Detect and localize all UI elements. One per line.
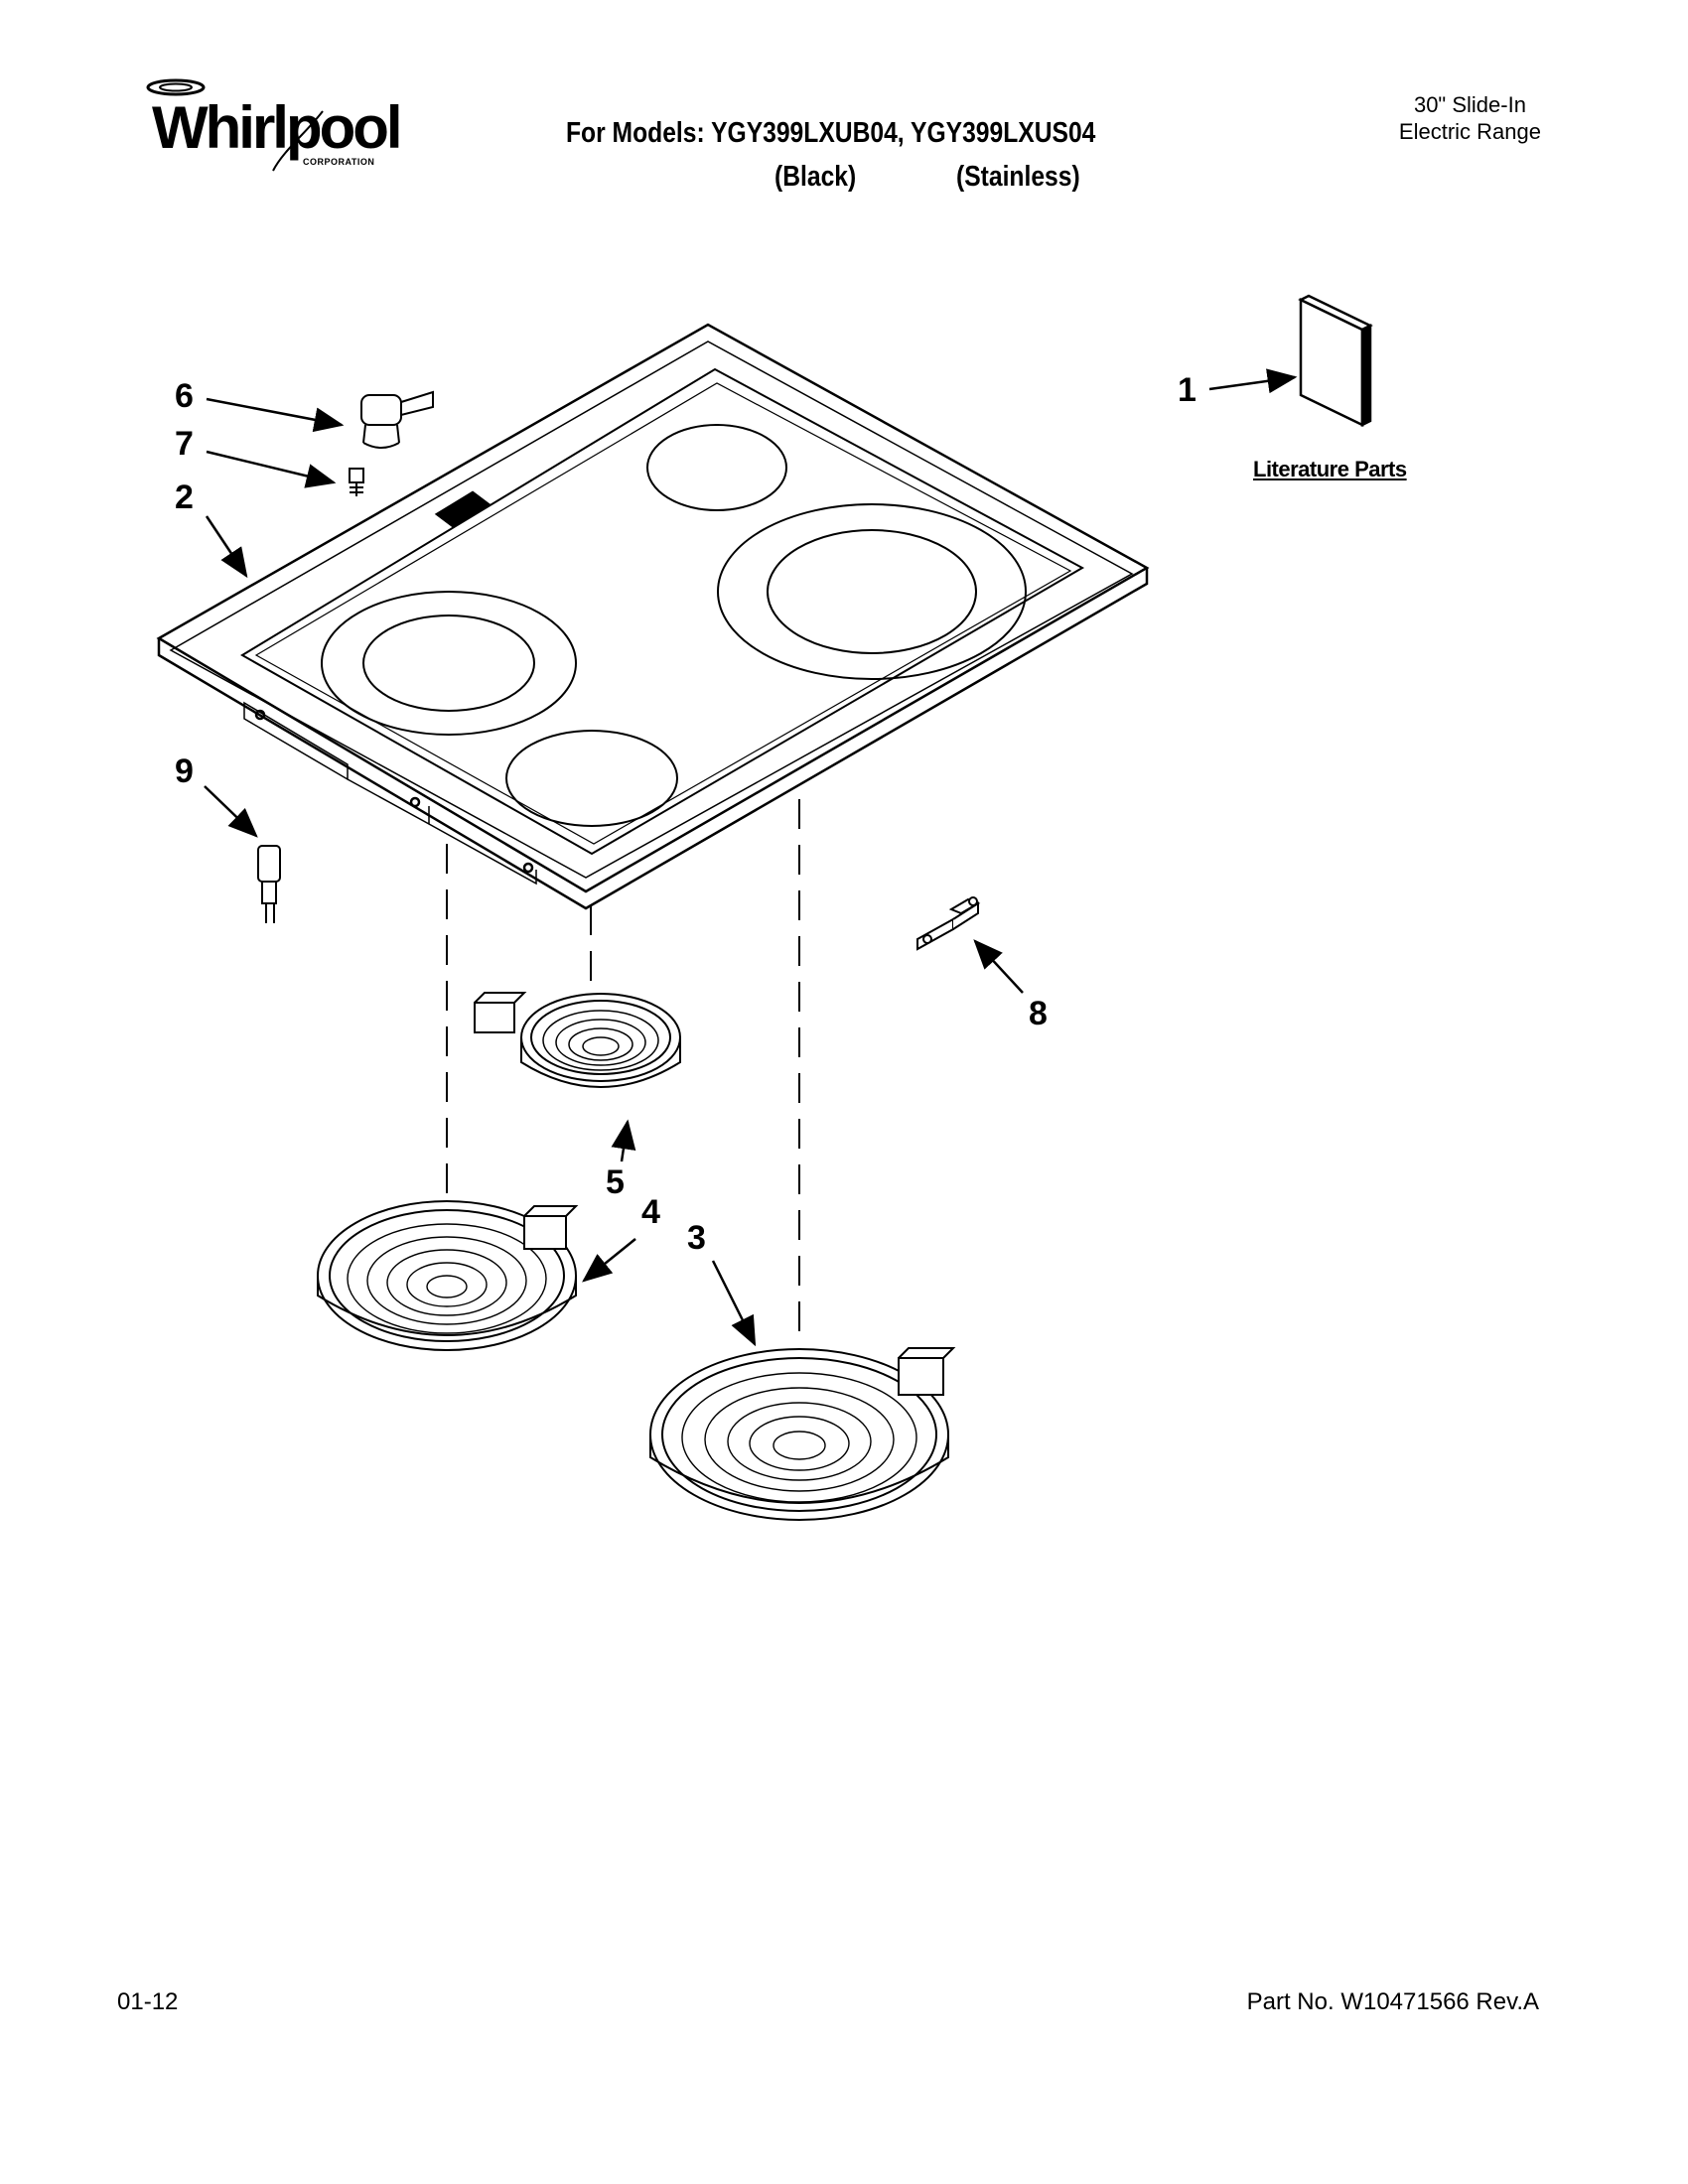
terminal-block-part <box>257 845 281 923</box>
mounting-bracket-part <box>916 896 981 951</box>
literature-parts-booklet <box>1298 294 1373 428</box>
literature-parts-label: Literature Parts <box>1253 457 1407 481</box>
logo-swoosh-icon <box>146 78 324 172</box>
date-code: 01-12 <box>117 1988 179 2015</box>
callout-3: 3 <box>687 1219 706 1257</box>
cooktop-assembly <box>156 323 1150 910</box>
limit-switch-part <box>360 390 434 449</box>
callout-6: 6 <box>175 377 194 415</box>
callout-1: 1 <box>1178 371 1196 409</box>
product-line-1: 30" Slide-In <box>1413 92 1526 117</box>
product-line-2: Electric Range <box>1398 119 1541 144</box>
callout-5: 5 <box>606 1163 625 1201</box>
product-description: 30" Slide-In Electric Range <box>1399 91 1541 145</box>
callout-4: 4 <box>641 1193 660 1231</box>
callout-9: 9 <box>175 752 194 790</box>
screw-part <box>349 468 364 496</box>
callout-2: 2 <box>175 478 194 516</box>
callout-7: 7 <box>175 425 194 463</box>
brand-name: Whirlpool <box>152 94 403 161</box>
brand-subtitle: CORPORATION <box>303 157 375 167</box>
whirlpool-logo: Whirlpool CORPORATION <box>134 71 403 181</box>
small-radiant-element <box>474 992 681 1088</box>
callout-8: 8 <box>1029 995 1048 1032</box>
leader-arrows <box>204 368 1298 1347</box>
large-radiant-element <box>649 1347 956 1521</box>
variant-black: (Black) <box>774 161 857 193</box>
callout-numbers: 1 2 3 4 5 6 7 8 9 <box>175 371 1196 1257</box>
alignment-lines <box>446 799 800 1340</box>
medium-radiant-element <box>317 1200 579 1351</box>
models-title: For Models: YGY399LXUB04, YGY399LXUS04 <box>566 117 1096 149</box>
variant-stainless: (Stainless) <box>956 161 1080 193</box>
part-number: Part No. W10471566 Rev.A <box>1246 1988 1539 2015</box>
